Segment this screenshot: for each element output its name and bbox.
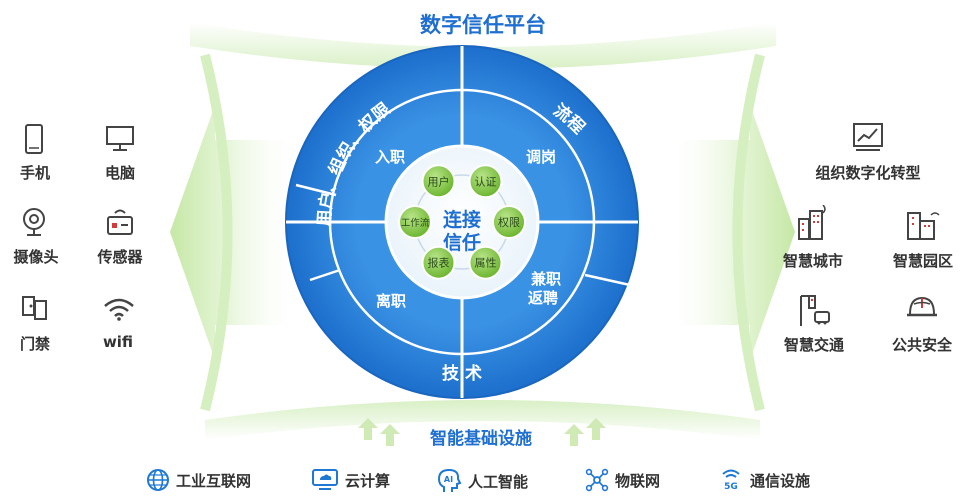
device-label-sensor: 传感器 [97,248,143,266]
traffic-icon [800,295,830,326]
left-arrow-shape [170,105,300,360]
app-label-digital-transform: 组织数字化转型 [815,164,921,182]
trust-node-label: 属性 [475,256,497,270]
park-icon [907,212,940,240]
bottom-band [205,400,760,440]
ring-divider-diag-br [584,273,631,287]
trust-node-circle [468,245,503,280]
infra-label-cloud: 云计算 [345,471,391,490]
trust-node-circle [421,164,456,199]
up-arrows-left [358,418,400,446]
quadrant-label-top-left: 入职 [374,148,406,166]
infra-label-industrial-internet: 工业互联网 [176,471,252,490]
infra-item-cloud: 云计算 [311,468,390,492]
iot-network-icon [585,468,609,492]
svg-text:AI: AI [444,475,453,484]
sensor-icon [107,209,133,235]
trust-node-circle [492,205,526,239]
infrastructure-title: 智能基础设施 [430,429,532,449]
top-band [190,22,776,69]
safety-helmet-icon [907,296,937,317]
infra-item-industrial-internet: 工业互联网 [146,468,251,492]
infra-label-iot: 物联网 [615,471,661,490]
app-label-smart-city: 智慧城市 [782,252,844,270]
left-curve [200,53,233,412]
infra-item-telecom: 5G 通信设施 [718,468,810,492]
cloud-monitor-icon [312,469,338,490]
outer-label-bottom: 技 术 [442,364,482,384]
trust-node-circle [468,164,503,199]
quadrant-label-top-right: 调岗 [525,148,557,166]
center-text-line2: 信任 [442,232,482,254]
center-text-line1: 连接 [442,209,482,231]
trend-chart-icon [853,123,883,151]
svg-text:5G: 5G [724,482,738,492]
trust-node-circle [421,245,456,280]
device-label-phone: 手机 [19,164,51,182]
quadrant-label-bottom-right-2: 返聘 [527,289,559,307]
computer-icon [106,126,134,151]
trust-node-label: 报表 [428,256,450,270]
ring-divider-diag-bl [309,268,341,282]
trust-node-label: 工作流 [401,217,430,229]
quadrant-label-bottom-right-1: 兼职 [530,270,562,288]
camera-icon [23,208,45,236]
trust-node-label: 认证 [475,175,497,188]
device-label-wifi: wifi [102,333,134,351]
ring-divider-diag-tl [295,183,337,197]
app-label-smart-park: 智慧园区 [892,252,954,270]
phone-icon [25,124,43,154]
infra-item-iot: 物联网 [585,468,660,492]
trust-node-label: 权限 [498,216,520,229]
app-label-smart-traffic: 智慧交通 [783,336,845,354]
trust-node-circle [398,205,432,239]
device-label-camera: 摄像头 [13,248,59,266]
device-label-access: 门禁 [19,335,51,353]
5g-signal-icon: 5G [722,469,740,492]
trust-node-label: 用户 [428,174,450,188]
platform-title: 数字信任平台 [420,13,546,37]
wifi-icon [104,298,134,321]
up-arrows-right [564,418,606,446]
device-label-computer: 电脑 [104,164,136,182]
ai-head-icon: AI [437,468,462,492]
city-icon [798,205,826,240]
infra-item-ai: AI 人工智能 [436,468,528,494]
infra-label-telecom: 通信设施 [750,471,811,490]
app-label-public-safety: 公共安全 [891,336,953,354]
quadrant-label-bottom-left: 离职 [375,292,407,310]
access-control-icon [22,296,47,320]
globe-icon [147,469,169,491]
right-curve [732,53,765,412]
infra-label-ai: 人工智能 [468,472,529,491]
right-arrow-shape [665,105,795,360]
